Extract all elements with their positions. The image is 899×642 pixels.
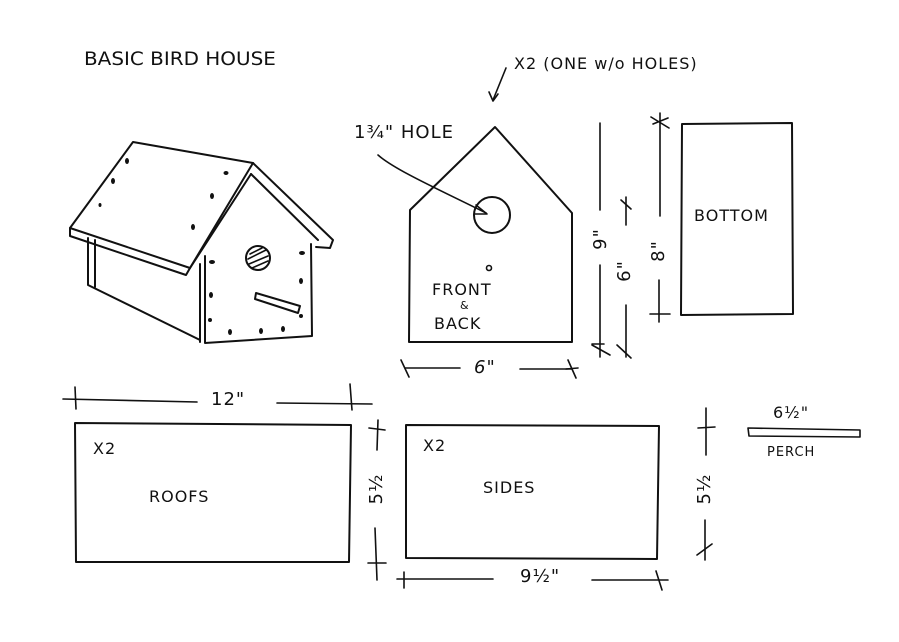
roofs-label: ROOFS: [149, 487, 210, 506]
bottom-height-dimension: 8": [648, 240, 669, 262]
back-label: BACK: [434, 314, 482, 333]
roofs-panel: [62, 383, 387, 581]
sides-height-dimension: 5½: [694, 473, 715, 505]
roofs-height-dimension: 5½: [366, 473, 387, 505]
perch-length-dimension: 6½": [773, 403, 810, 422]
perch-piece: [747, 427, 861, 438]
roofs-quantity: X2: [93, 439, 117, 458]
sides-quantity: X2: [423, 436, 447, 455]
roofs-width-dimension: 12": [211, 389, 246, 410]
sides-width-dimension: 9½": [520, 566, 561, 587]
front-total-height-dimension: 9": [590, 228, 611, 250]
hole-size-callout: 1¾" HOLE: [354, 122, 455, 143]
front-back-panel: [377, 67, 632, 379]
front-label: FRONT: [432, 280, 492, 299]
perch-label: PERCH: [767, 445, 816, 460]
front-wall-height-dimension: 6": [614, 260, 635, 282]
diagram-title: BASIC BIRD HOUSE: [84, 48, 276, 70]
front-width-dimension: 6": [474, 357, 496, 378]
sides-panel: [396, 407, 716, 591]
isometric-birdhouse-sketch: [69, 141, 334, 344]
front-back-quantity-callout: X2 (ONE w/o HOLES): [514, 54, 698, 73]
sides-label: SIDES: [483, 478, 536, 497]
bottom-panel: [649, 112, 794, 323]
ampersand-label: &: [460, 299, 470, 312]
bottom-label: BOTTOM: [694, 206, 769, 225]
